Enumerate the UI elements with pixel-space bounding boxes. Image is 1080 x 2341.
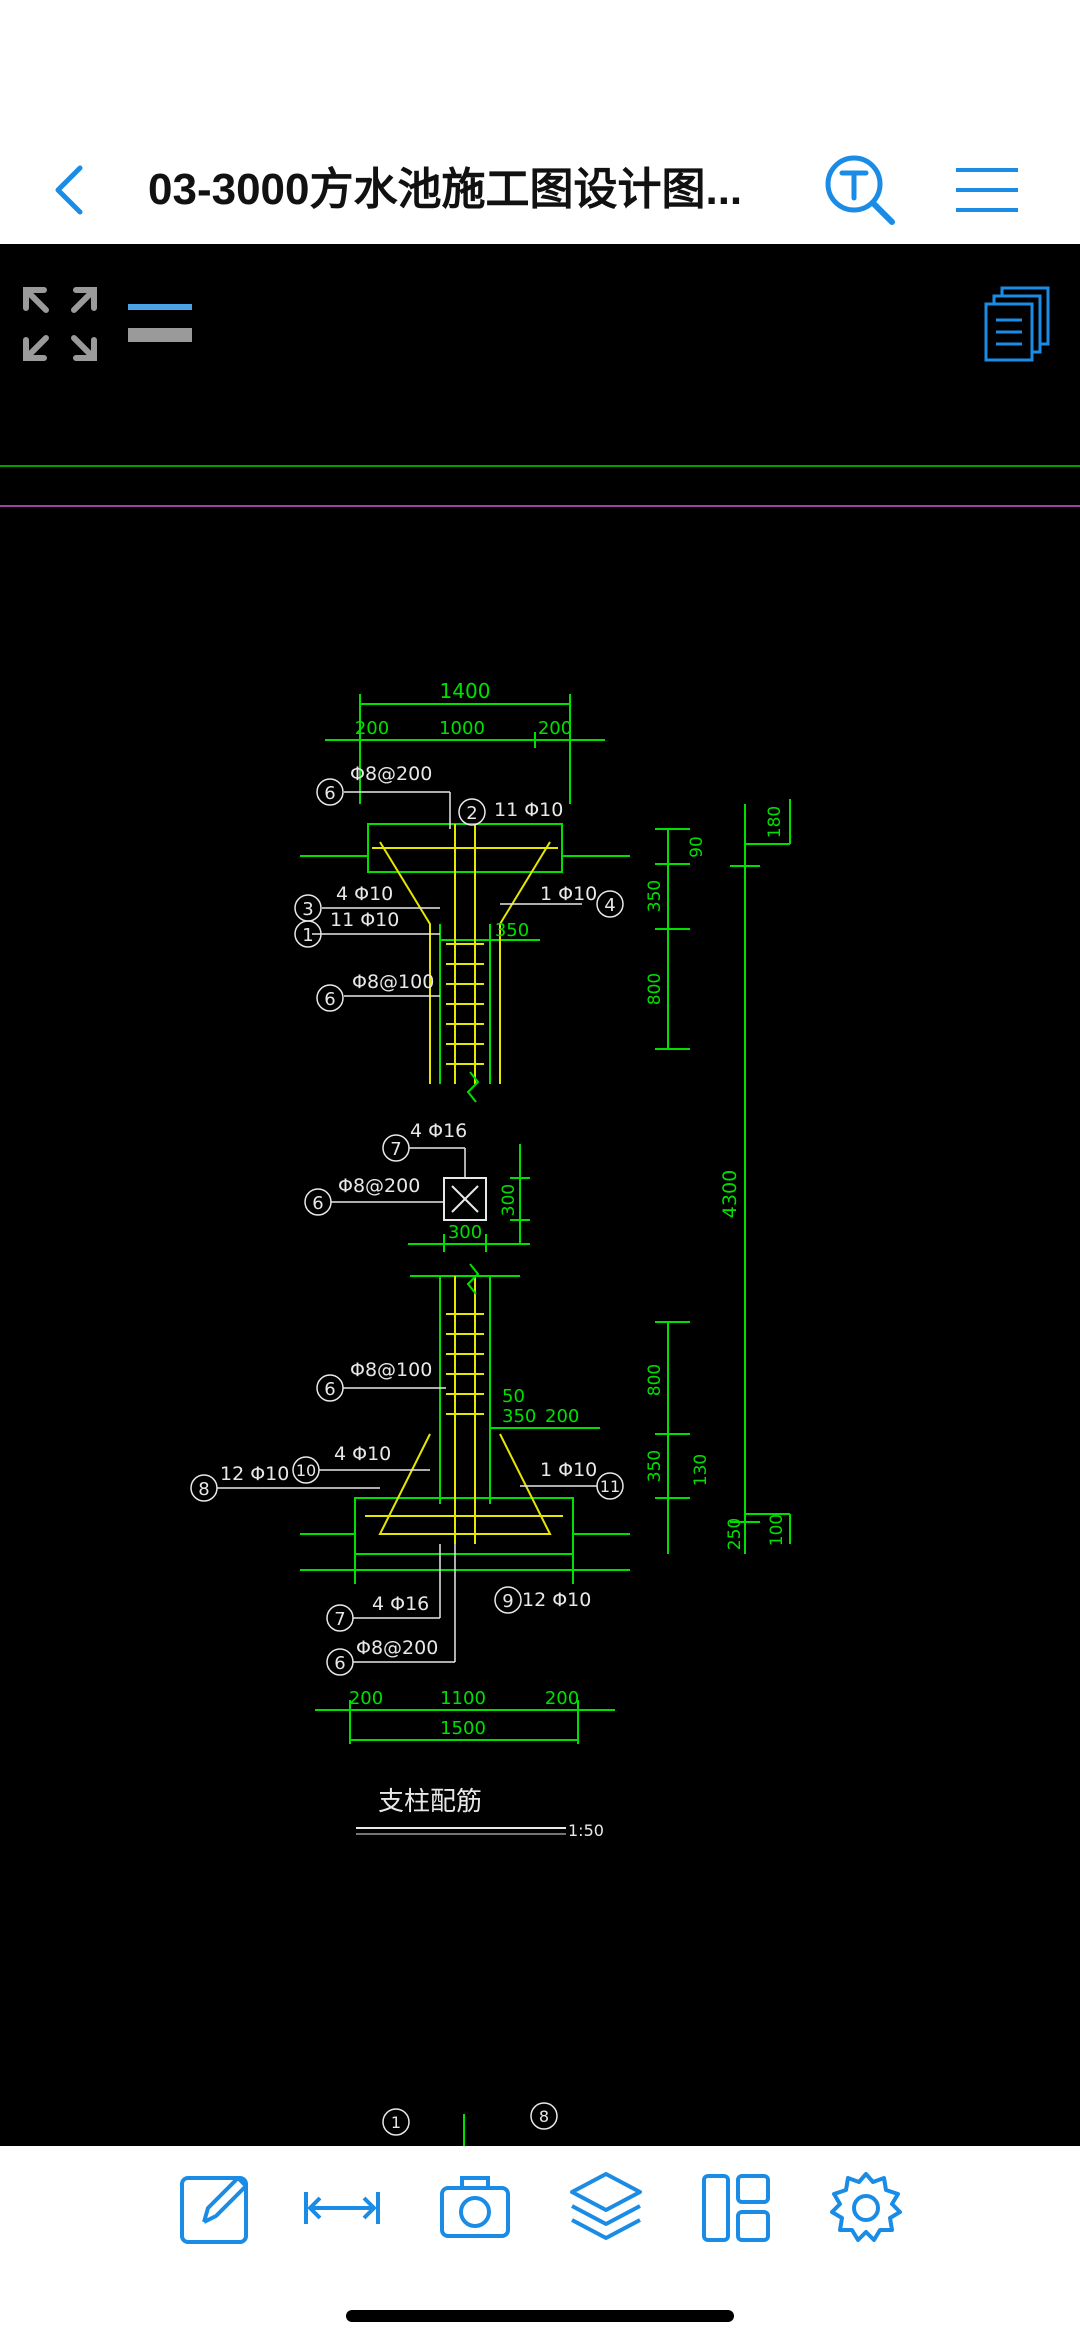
line-width-icon [128,304,192,342]
cad-drawing[interactable]: 6 2 3 4 1 6 1400 200 1000 200 350 Φ8@200… [0,244,1080,2146]
dim-350-v: 350 [645,880,665,912]
text-search-button[interactable] [820,150,900,230]
dim-300-h: 300 [499,1184,519,1216]
label-4phi10-10: 4 Φ10 [334,1443,391,1465]
drawing-caption: 支柱配筋 [378,1787,482,1817]
line-width-button[interactable] [126,294,196,354]
dim-250: 250 [725,1518,745,1550]
dim-350-bot-v: 350 [645,1450,665,1482]
hamburger-menu-icon [956,168,1018,212]
marker-7-mid: 7 [390,1139,401,1160]
marker-6-bot: 6 [324,1379,335,1400]
edit-note-icon [180,2176,248,2244]
drawing-scale: 1:50 [568,1821,604,1840]
dim-130: 130 [691,1454,711,1486]
bottom-toolbar [0,2146,1080,2341]
dim-300-w: 300 [448,1222,482,1243]
marker-2: 2 [466,803,477,824]
dim-100: 100 [767,1514,787,1546]
label-12phi10-9: 12 Φ10 [522,1589,591,1611]
layouts-button[interactable] [982,284,1054,364]
dim-800-v: 800 [645,973,665,1005]
text-search-icon [825,155,895,225]
dim-1400: 1400 [440,679,491,703]
label-1phi10: 1 Φ10 [540,883,597,905]
dim-350-bot: 350 [502,1406,536,1427]
layout-panels-icon [702,2174,770,2242]
settings-button[interactable] [826,2168,906,2248]
label-11phi10-2: 11 Φ10 [494,799,563,821]
chevron-left-icon [55,165,83,215]
marker-11: 11 [600,1477,620,1496]
layouts-stack-icon [984,286,1050,362]
marker-6-mid: 6 [312,1193,323,1214]
document-title: 03-3000方水池施工图设计图... [148,165,743,214]
marker-7-bot: 7 [334,1609,345,1630]
dim-180: 180 [765,806,785,838]
marker-1: 1 [302,925,313,946]
dim-200-right: 200 [538,718,572,739]
marker-8: 8 [198,1479,209,1500]
dim-800-bot: 800 [645,1364,665,1396]
label-11phi10-1: 11 Φ10 [330,909,399,931]
annotate-button[interactable] [176,2168,256,2248]
label-4phi16-mid: 4 Φ16 [410,1120,467,1142]
measure-button[interactable] [302,2168,382,2248]
marker-10: 10 [296,1461,316,1480]
fullscreen-button[interactable] [20,284,100,364]
label-phi8-100-bot: Φ8@100 [350,1359,432,1381]
grid-marker-right: 8 [539,2107,549,2126]
dim-350-stem: 350 [495,920,529,941]
dim-4300: 4300 [719,1170,741,1218]
layout-button[interactable] [696,2168,776,2248]
settings-gear-icon [830,2172,902,2242]
fullscreen-arrows-icon [23,287,97,361]
dim-90: 90 [687,836,707,858]
label-4phi16-bot: 4 Φ16 [372,1593,429,1615]
label-4phi10: 4 Φ10 [336,883,393,905]
measure-icon [304,2192,380,2224]
home-indicator[interactable] [346,2310,734,2322]
layers-button[interactable] [566,2168,646,2248]
dim-1000: 1000 [439,718,485,739]
back-button[interactable] [40,150,100,230]
grid-marker-left: 1 [391,2113,401,2132]
dim-1500: 1500 [440,1718,486,1739]
label-phi8-200-top: Φ8@200 [350,763,432,785]
cad-drawing-canvas[interactable]: 6 2 3 4 1 6 1400 200 1000 200 350 Φ8@200… [0,244,1080,2146]
dim-200-bot: 200 [545,1406,579,1427]
label-phi8-200-bot: Φ8@200 [356,1637,438,1659]
label-1phi10-11: 1 Φ10 [540,1459,597,1481]
label-phi8-100-top: Φ8@100 [352,971,434,993]
menu-button[interactable] [952,160,1024,220]
marker-6-top: 6 [324,783,335,804]
marker-9: 9 [502,1591,513,1612]
marker-3: 3 [302,899,313,920]
marker-6-top-b: 6 [324,989,335,1010]
label-phi8-200-mid: Φ8@200 [338,1175,420,1197]
marker-4: 4 [604,895,615,916]
dim-1100: 1100 [440,1688,486,1709]
dim-200-bot-right: 200 [545,1688,579,1709]
screenshot-button[interactable] [436,2168,516,2248]
dim-200-left: 200 [355,718,389,739]
dim-200-bot-left: 200 [349,1688,383,1709]
camera-icon [440,2176,510,2238]
marker-6-bot-b: 6 [334,1653,345,1674]
label-12phi10-8: 12 Φ10 [220,1463,289,1485]
top-navigation-bar: 03-3000方水池施工图设计图... [0,0,1080,244]
layers-icon [570,2172,642,2240]
dim-50: 50 [502,1386,525,1407]
